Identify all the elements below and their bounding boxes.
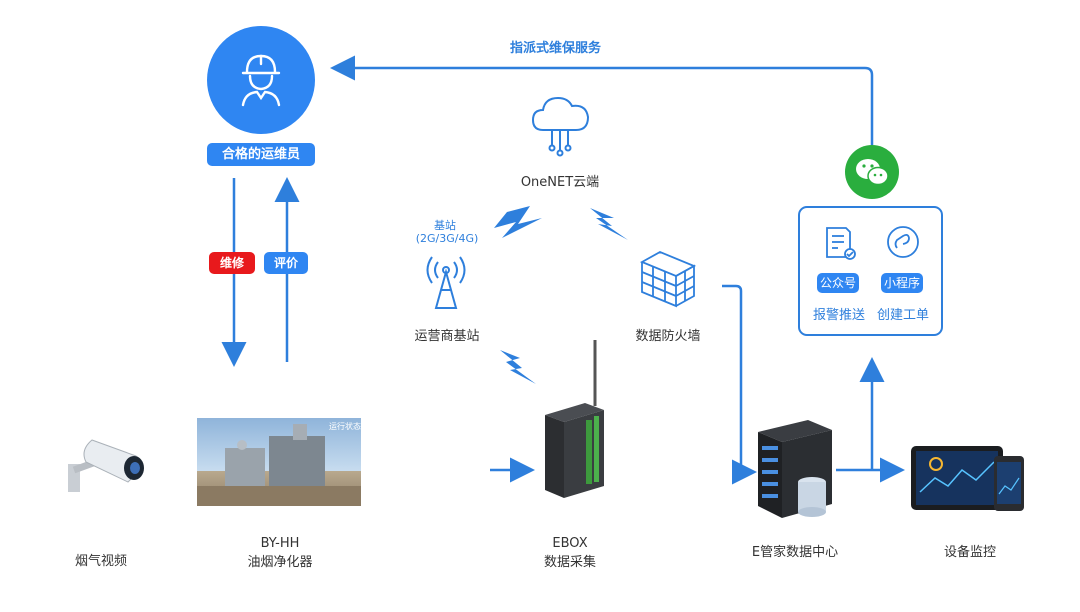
purifier-photo: 运行状态: [197, 418, 361, 506]
purifier-photo-tag: 运行状态: [329, 422, 361, 431]
datacenter-label: E管家数据中心: [751, 545, 839, 560]
firewall-to-datacenter-arrow: [722, 284, 757, 485]
base-station-title: 基站: [434, 219, 456, 232]
camera-label: 烟气视频: [74, 554, 127, 569]
service-label: 指派式维保服务: [510, 41, 602, 56]
repair-badge: 维修: [209, 252, 255, 274]
official-account-button[interactable]: 公众号: [817, 273, 859, 293]
base-station-label: 运营商基站: [414, 329, 480, 344]
worker-icon: [241, 54, 281, 107]
purifier-label-line2: 油烟净化器: [247, 555, 313, 570]
signal-bolt-2: [590, 208, 628, 240]
wechat-icon[interactable]: [845, 145, 899, 199]
cloud-label: OneNET云端: [520, 175, 600, 190]
review-badge: 评价: [264, 252, 308, 274]
ebox-label-line1: EBOX: [552, 536, 588, 551]
signal-bolt-1: [494, 206, 542, 238]
mini-program-button[interactable]: 小程序: [881, 273, 923, 293]
monitor-label: 设备监控: [943, 545, 996, 560]
worker-circle: [207, 26, 315, 134]
create-ticket-text: 创建工单: [876, 308, 929, 323]
ebox-label-line2: 数据采集: [543, 555, 596, 570]
base-station-sub: (2G/3G/4G): [415, 232, 479, 245]
wechat-bubbles: [856, 159, 889, 186]
signal-bolt-3: [500, 350, 536, 384]
firewall-label: 数据防火墙: [635, 329, 701, 344]
service-arrow: [330, 55, 874, 150]
worker-label: 合格的运维员: [207, 143, 315, 166]
alarm-push-text: 报警推送: [812, 308, 865, 323]
purifier-label-line1: BY-HH: [260, 536, 300, 551]
